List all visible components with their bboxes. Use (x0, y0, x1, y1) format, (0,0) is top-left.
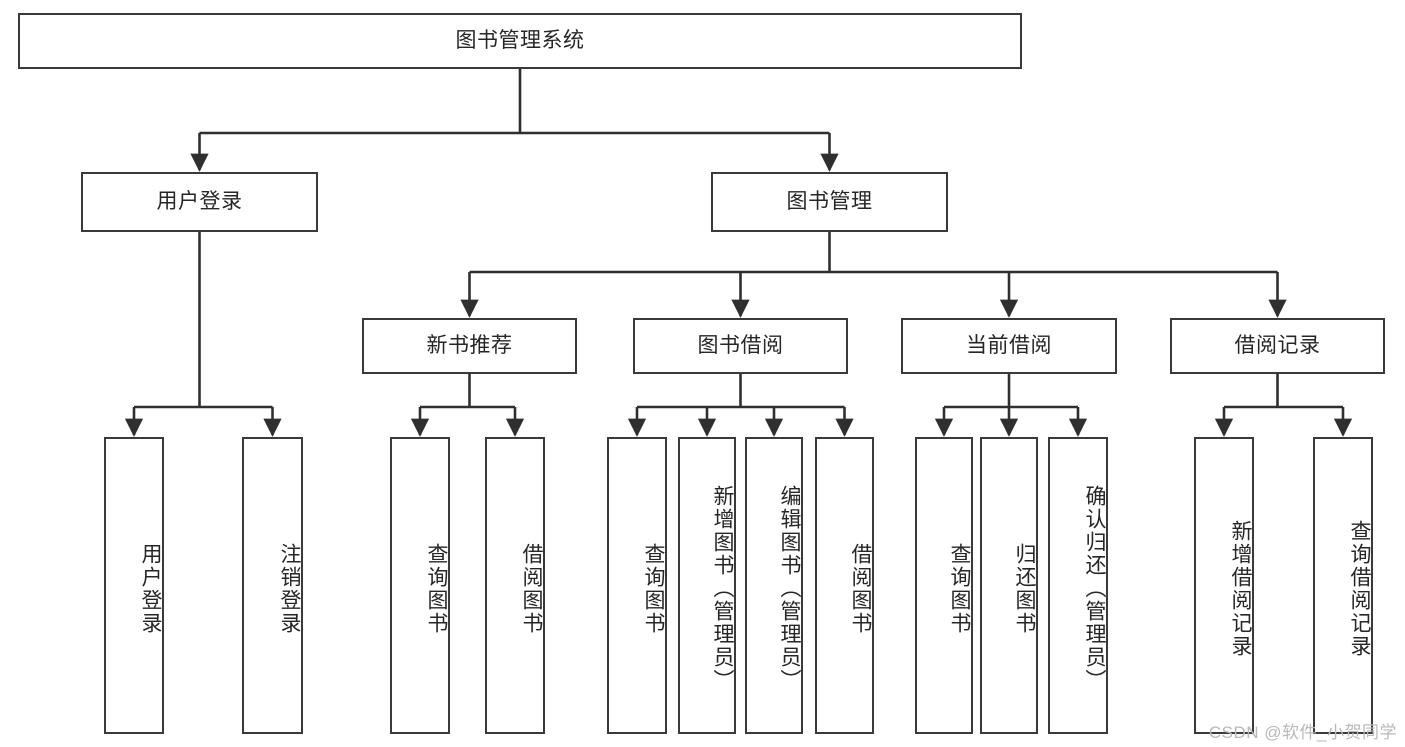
node-label-return-book: 归还图书 (1013, 542, 1036, 635)
node-label-query-borrow-record: 查询借阅记录 (1348, 519, 1371, 658)
node-label-new-book-recommend: 新书推荐 (426, 333, 513, 357)
node-label-borrow-record: 借阅记录 (1234, 333, 1321, 357)
node-borrow-book-2[interactable]: 借阅图书 (815, 437, 874, 734)
watermark-text: CSDN @软件_小贺同学 (1208, 723, 1397, 742)
node-new-book-recommend[interactable]: 新书推荐 (362, 318, 577, 374)
node-label-user-logout: 注销登录 (278, 542, 301, 635)
node-label-user-login: 用户登录 (156, 189, 243, 213)
node-label-add-book-admin: 新增图书（管理员） (711, 485, 734, 692)
node-label-book-management: 图书管理 (786, 189, 873, 213)
node-label-root: 图书管理系统 (455, 28, 585, 52)
node-add-book-admin[interactable]: 新增图书（管理员） (678, 437, 736, 734)
node-root[interactable]: 图书管理系统 (18, 13, 1022, 69)
node-label-confirm-return-admin: 确认归还（管理员） (1083, 485, 1106, 692)
node-user-login-do[interactable]: 用户登录 (104, 437, 164, 734)
node-label-query-book-3: 查询图书 (948, 542, 971, 635)
node-borrow-book-1[interactable]: 借阅图书 (485, 437, 545, 734)
node-query-book-3[interactable]: 查询图书 (915, 437, 973, 734)
node-label-query-book-2: 查询图书 (642, 542, 665, 635)
node-label-user-login-do: 用户登录 (139, 542, 162, 635)
node-book-borrow[interactable]: 图书借阅 (633, 318, 848, 374)
node-query-book-2[interactable]: 查询图书 (607, 437, 667, 734)
node-query-borrow-record[interactable]: 查询借阅记录 (1313, 437, 1373, 734)
node-label-query-book-1: 查询图书 (425, 542, 448, 635)
node-label-borrow-book-2: 借阅图书 (849, 542, 872, 635)
node-label-borrow-book-1: 借阅图书 (520, 542, 543, 635)
node-book-management[interactable]: 图书管理 (711, 172, 948, 232)
node-user-login[interactable]: 用户登录 (81, 172, 318, 232)
node-label-current-borrow: 当前借阅 (966, 333, 1052, 357)
node-query-book-1[interactable]: 查询图书 (390, 437, 450, 734)
node-add-borrow-record[interactable]: 新增借阅记录 (1194, 437, 1254, 734)
node-return-book[interactable]: 归还图书 (980, 437, 1038, 734)
node-current-borrow[interactable]: 当前借阅 (901, 318, 1117, 374)
node-edit-book-admin[interactable]: 编辑图书（管理员） (745, 437, 803, 734)
node-label-add-borrow-record: 新增借阅记录 (1229, 519, 1252, 658)
node-confirm-return-admin[interactable]: 确认归还（管理员） (1048, 437, 1108, 734)
node-label-book-borrow: 图书借阅 (697, 333, 784, 357)
node-borrow-record[interactable]: 借阅记录 (1170, 318, 1385, 374)
node-label-edit-book-admin: 编辑图书（管理员） (778, 485, 801, 692)
node-user-logout[interactable]: 注销登录 (242, 437, 303, 734)
